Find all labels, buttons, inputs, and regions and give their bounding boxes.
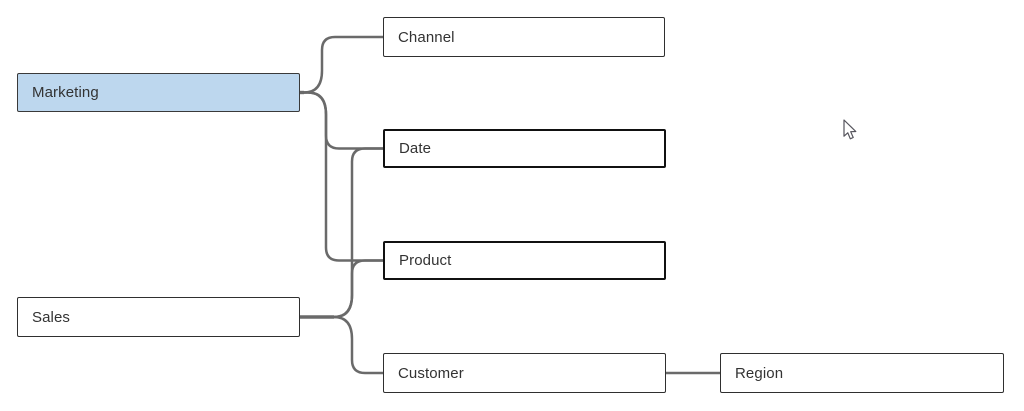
node-channel[interactable]: Channel [383,17,665,57]
relationship-edge-marketing-product[interactable] [300,91,383,262]
node-label: Channel [398,28,455,46]
relationship-edge-marketing-channel[interactable] [300,35,383,94]
relationship-edge-sales-date[interactable] [300,147,383,319]
node-label: Customer [398,364,464,382]
relationship-edge-sales-customer[interactable] [300,315,383,375]
node-label: Product [399,252,452,269]
node-label: Date [399,140,432,157]
relationship-edge-marketing-date[interactable] [300,91,383,150]
node-region[interactable]: Region [720,353,1004,393]
node-label: Marketing [32,84,99,101]
node-label: Region [735,364,784,382]
node-product[interactable]: Product [383,241,666,280]
node-marketing[interactable]: Marketing [17,73,300,112]
relationship-edge-sales-product[interactable] [300,259,383,319]
node-customer[interactable]: Customer [383,353,666,393]
node-date[interactable]: Date [383,129,666,168]
node-label: Sales [32,308,71,326]
node-sales[interactable]: Sales [17,297,300,337]
